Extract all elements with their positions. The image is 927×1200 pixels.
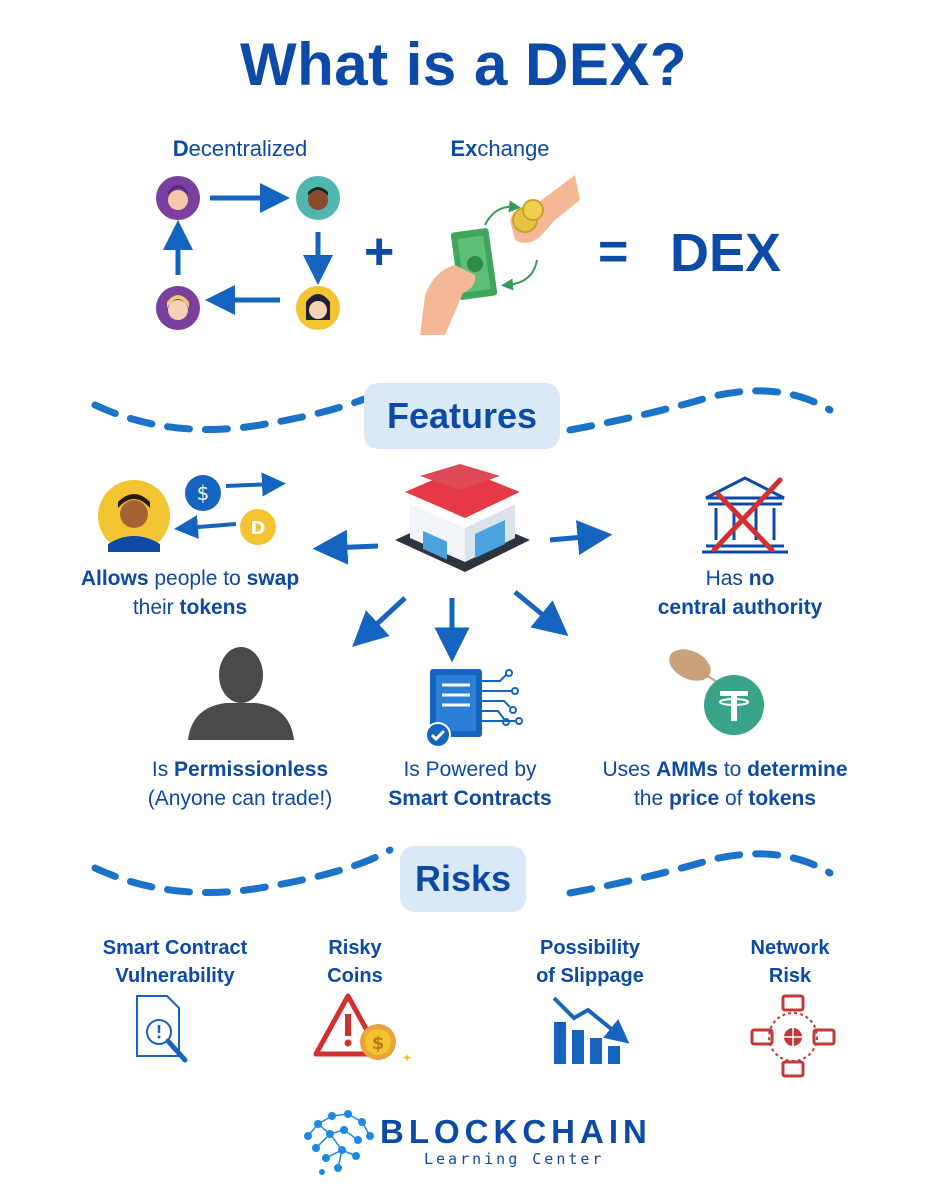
falling-chart-icon [552, 996, 630, 1064]
svg-text:D: D [251, 518, 266, 539]
risk-label-smart-contract: Smart Contract Vulnerability [102, 937, 248, 987]
logo-subtitle: Learning Center [424, 1150, 605, 1168]
exchange-bold: Ex [450, 136, 478, 161]
shop-icon [395, 464, 530, 572]
decentralized-bold: D [172, 136, 189, 161]
smart-contract-icon [425, 669, 523, 748]
warning-coin-icon: $ ✦ [313, 993, 412, 1065]
dex-result: DEX [670, 223, 782, 283]
contracts-caption: Is Powered by Smart Contracts [388, 758, 552, 810]
svg-text:✦: ✦ [402, 1051, 412, 1065]
person-silhouette-icon [188, 647, 294, 740]
crossed-bank-icon [702, 476, 788, 554]
decentralized-rest: ecentralized [188, 136, 308, 161]
risk-label-risky-coins: Risky Coins [327, 937, 383, 987]
logo-wordmark: BLOCKCHAIN [380, 1113, 652, 1150]
features-heading: Features [364, 383, 560, 449]
network-icon [750, 994, 836, 1078]
exchange-hands-icon [420, 175, 580, 335]
peer-network-icon [156, 176, 340, 330]
risk-label-slippage: Possibility of Slippage [536, 937, 644, 987]
risks-heading: Risks [400, 846, 526, 912]
page-title: What is a DEX? [239, 31, 688, 98]
document-magnifier-icon [136, 995, 188, 1063]
svg-text:$: $ [372, 1033, 385, 1054]
equals-sign: = [598, 223, 629, 281]
svg-text:$: $ [197, 481, 210, 505]
amm-caption: Uses AMMs to determine the price of toke… [602, 758, 848, 810]
features-wave-divider [91, 383, 834, 434]
token-swap-icon: $ D [98, 472, 286, 552]
permissionless-caption: Is Permissionless (Anyone can trade!) [147, 758, 333, 810]
risks-wave-divider [91, 846, 834, 897]
plus-sign: + [364, 223, 395, 281]
decentralized-label: Decentralized [160, 136, 320, 162]
risk-label-network: Network Risk [750, 937, 830, 987]
swap-caption: Allows people to swap their tokens [80, 567, 300, 619]
authority-caption: Has no central authority [657, 567, 823, 619]
feature-arrows [312, 520, 613, 663]
exchange-rest: change [477, 136, 550, 161]
exchange-label: Exchange [420, 136, 580, 162]
price-tag-icon [669, 649, 764, 735]
blockchain-logo-icon [304, 1110, 374, 1175]
